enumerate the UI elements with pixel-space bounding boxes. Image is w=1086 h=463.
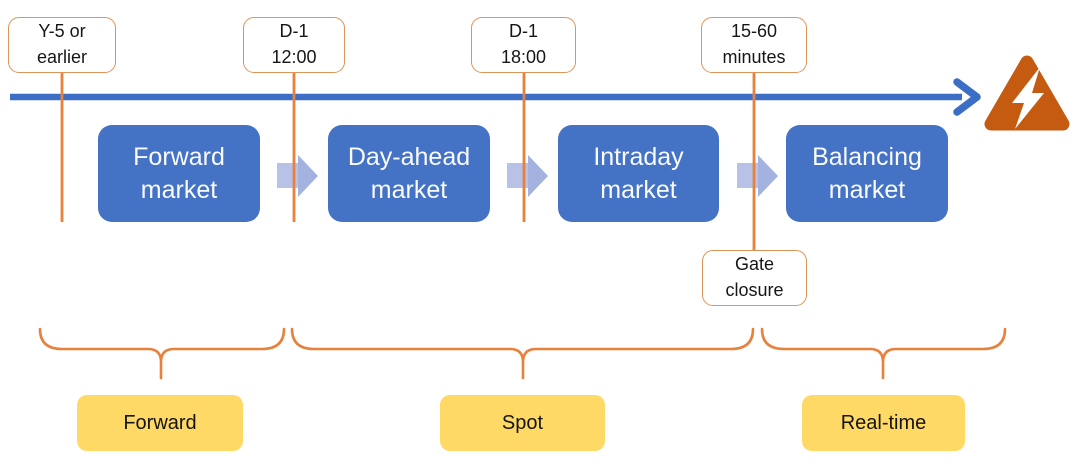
lightning-warning-triangle-icon	[984, 55, 1070, 131]
phase-label-real-time: Real-time	[802, 395, 965, 451]
stage-box-forward-market: Forward market	[98, 125, 260, 222]
stage-box-intraday-market: Intraday market	[558, 125, 719, 222]
chevron-right-arrow-icon	[737, 155, 778, 197]
phase-label-spot: Spot	[440, 395, 605, 451]
chevron-right-arrow-icon	[507, 155, 548, 197]
milestone-label-y5-or-earlier: Y-5 or earlier	[8, 17, 116, 73]
stage-box-balancing-market: Balancing market	[786, 125, 948, 222]
timeline-arrow	[10, 78, 981, 116]
milestone-label-d1-1800: D-1 18:00	[471, 17, 576, 73]
milestone-label-d1-1200: D-1 12:00	[243, 17, 345, 73]
milestone-label-15-60-minutes: 15-60 minutes	[701, 17, 807, 73]
milestone-lines	[60, 73, 756, 250]
stage-box-day-ahead-market: Day-ahead market	[328, 125, 490, 222]
gate-closure-label: Gate closure	[702, 250, 807, 306]
chevron-right-arrow-icon	[277, 155, 318, 197]
phase-brace	[38, 327, 286, 380]
phase-brace	[760, 327, 1007, 380]
phase-brace	[290, 327, 755, 380]
lightning-bolt-icon	[1012, 67, 1044, 129]
phase-label-forward: Forward	[77, 395, 243, 451]
